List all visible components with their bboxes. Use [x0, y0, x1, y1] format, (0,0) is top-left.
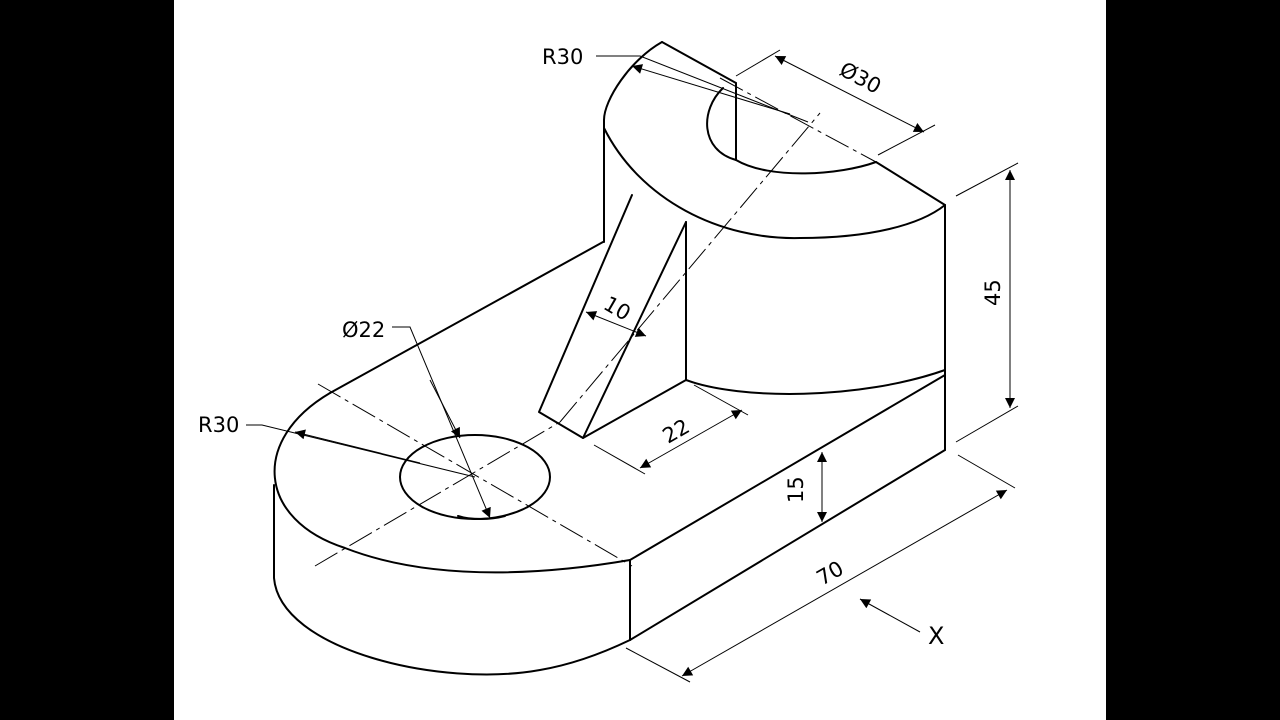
base-plate: [273, 204, 946, 676]
dim-length-dim-line: [681, 489, 1008, 677]
dim-length-ext-1: [957, 454, 1016, 489]
hole-center-line-2: [314, 421, 561, 567]
label-view-direction: X: [928, 622, 944, 650]
label-rib-thickness: 10: [600, 292, 635, 326]
label-hole-diameter: Ø22: [342, 318, 385, 342]
dim-bore-ext-2: [877, 124, 936, 156]
dim-length-ext-2: [625, 647, 691, 683]
hole-center-line-1: [317, 383, 633, 567]
upright-top-slot-line: [661, 41, 737, 84]
dim-base-radius-arrow: [294, 429, 421, 464]
dim-base-radius-leader: [246, 424, 476, 478]
bore-center-line: [719, 77, 877, 163]
base-bottom-end-arc: [273, 484, 631, 676]
dim-top-radius-arrow: [631, 64, 791, 115]
view-direction-arrow: [859, 598, 921, 633]
dim-height-ext-bottom: [955, 405, 1019, 443]
upright: [603, 41, 946, 395]
dimension-labels: R30 Ø30 45 10 Ø22 R30 22 15 70 X: [198, 45, 1005, 650]
left-letterbox: [0, 0, 174, 720]
upright-bore-arc: [706, 87, 877, 175]
dim-hole-arrow-2: [429, 379, 461, 439]
upright-front-bottom-arc: [685, 369, 946, 395]
dim-height-ext-top: [955, 162, 1019, 197]
rib-side-bottom: [582, 379, 687, 439]
base-hole-inner-arc: [457, 515, 506, 520]
dim-top-radius-leader: [596, 55, 809, 123]
label-top-radius: R30: [542, 45, 583, 69]
right-letterbox: [1106, 0, 1280, 720]
label-base-radius: R30: [198, 413, 239, 437]
dim-rib-thickness-line: [585, 311, 647, 337]
base-top-front-edge: [629, 374, 946, 561]
dim-bore-ext-1: [735, 49, 781, 77]
label-base-length: 70: [813, 556, 848, 590]
base-top-end-arc: [273, 392, 631, 574]
label-base-height: 15: [784, 476, 808, 503]
dim-rib-len-ext-1: [593, 444, 646, 475]
upright-front-top-arc: [603, 127, 946, 240]
dim-bore-dim-line: [774, 55, 925, 133]
upright-top-outer-arc: [603, 41, 663, 121]
rib-center-line: [559, 112, 821, 423]
base-top-back-edge: [329, 241, 604, 394]
dim-hole-leader: [392, 326, 491, 519]
dim-rib-len-dim-line: [639, 409, 743, 469]
label-top-bore: Ø30: [836, 57, 885, 99]
dimension-lines: [246, 49, 1019, 683]
label-total-height: 45: [981, 279, 1005, 306]
label-rib-length: 22: [659, 414, 694, 448]
upright-top-right-edge: [875, 161, 946, 206]
